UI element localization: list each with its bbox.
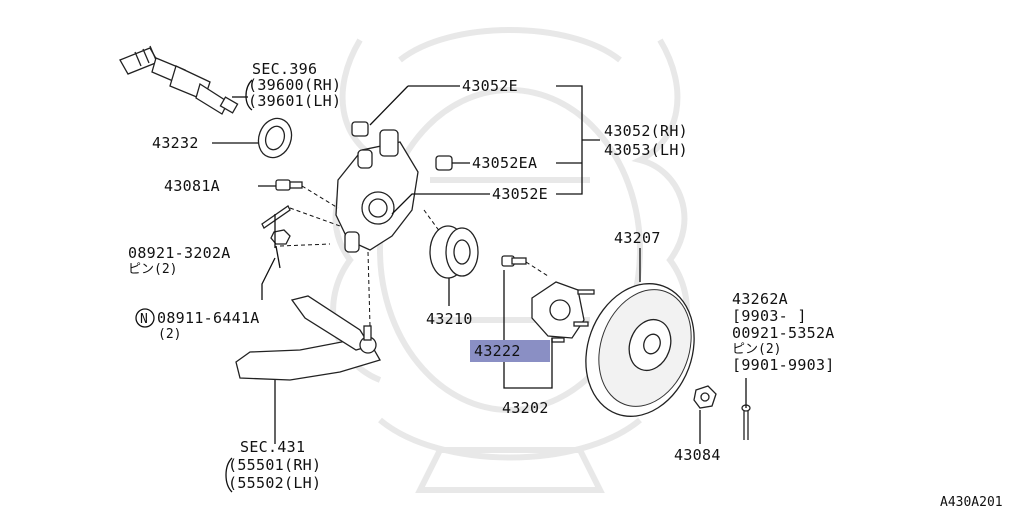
knuckle-part — [335, 129, 419, 253]
label-00921-5352A[interactable]: 00921-5352A — [732, 324, 835, 342]
seal-43232-part — [257, 117, 293, 159]
label-55502[interactable]: (55502(LH) — [228, 474, 321, 492]
label-sec431[interactable]: SEC.431 — [240, 438, 305, 456]
hub-assembly-43202-part — [531, 281, 595, 343]
label-43052E-top[interactable]: 43052E — [462, 77, 518, 95]
drive-shaft-part — [119, 45, 239, 115]
nut-08911-part — [270, 229, 291, 245]
label-qty-2: (2) — [158, 327, 181, 342]
rotor-43207-part — [585, 283, 695, 417]
hub-43210-part — [429, 225, 479, 279]
bushing-43052EA — [435, 155, 453, 171]
pin-08921-part — [261, 205, 291, 229]
label-n-badge: N — [140, 312, 148, 327]
label-08911-6441A[interactable]: 08911-6441A — [157, 309, 260, 327]
n-circle-badge — [135, 308, 155, 328]
label-sec396[interactable]: SEC.396 — [252, 60, 317, 78]
leader-lines — [212, 85, 747, 444]
part-labels: SEC.396 (39600(RH) (39601(LH) 43232 4308… — [128, 60, 1003, 510]
label-43081A[interactable]: 43081A — [164, 177, 220, 195]
cotter-pin-part — [741, 404, 751, 440]
label-pin-2b: ピン(2) — [732, 342, 781, 357]
label-43207[interactable]: 43207 — [614, 229, 661, 247]
label-43052-rh[interactable]: 43052(RH) — [604, 122, 688, 140]
label-43210[interactable]: 43210 — [426, 310, 473, 328]
label-43222-highlight — [470, 340, 550, 362]
assembly-dash-lines — [279, 185, 549, 327]
group-brackets — [225, 79, 253, 493]
bolt-43081A-part — [275, 179, 303, 191]
label-43052E-bottom[interactable]: 43052E — [492, 185, 548, 203]
label-43053-lh[interactable]: 43053(LH) — [604, 141, 688, 159]
nut-43084-part — [693, 385, 717, 409]
label-pin-2a: ピン(2) — [128, 262, 177, 277]
label-range-9901-9903: [9901-9903] — [732, 356, 835, 374]
lower-arm-part — [235, 295, 381, 381]
label-43262A[interactable]: 43262A — [732, 290, 788, 308]
label-55501[interactable]: (55501(RH) — [228, 456, 321, 474]
label-range-9903: [9903- ] — [732, 307, 807, 325]
label-43232[interactable]: 43232 — [152, 134, 199, 152]
label-08921-3202A[interactable]: 08921-3202A — [128, 244, 231, 262]
label-43202[interactable]: 43202 — [502, 399, 549, 417]
bushing-43052E-top — [351, 121, 369, 137]
diagram-code: A430A201 — [940, 495, 1003, 510]
bolt-43222-part — [501, 255, 527, 267]
label-43084[interactable]: 43084 — [674, 446, 721, 464]
label-39600[interactable]: (39600(RH) — [248, 76, 341, 94]
label-43052EA[interactable]: 43052EA — [472, 154, 537, 172]
label-39601[interactable]: (39601(LH) — [248, 92, 341, 110]
label-43222[interactable]: 43222 — [474, 342, 521, 360]
